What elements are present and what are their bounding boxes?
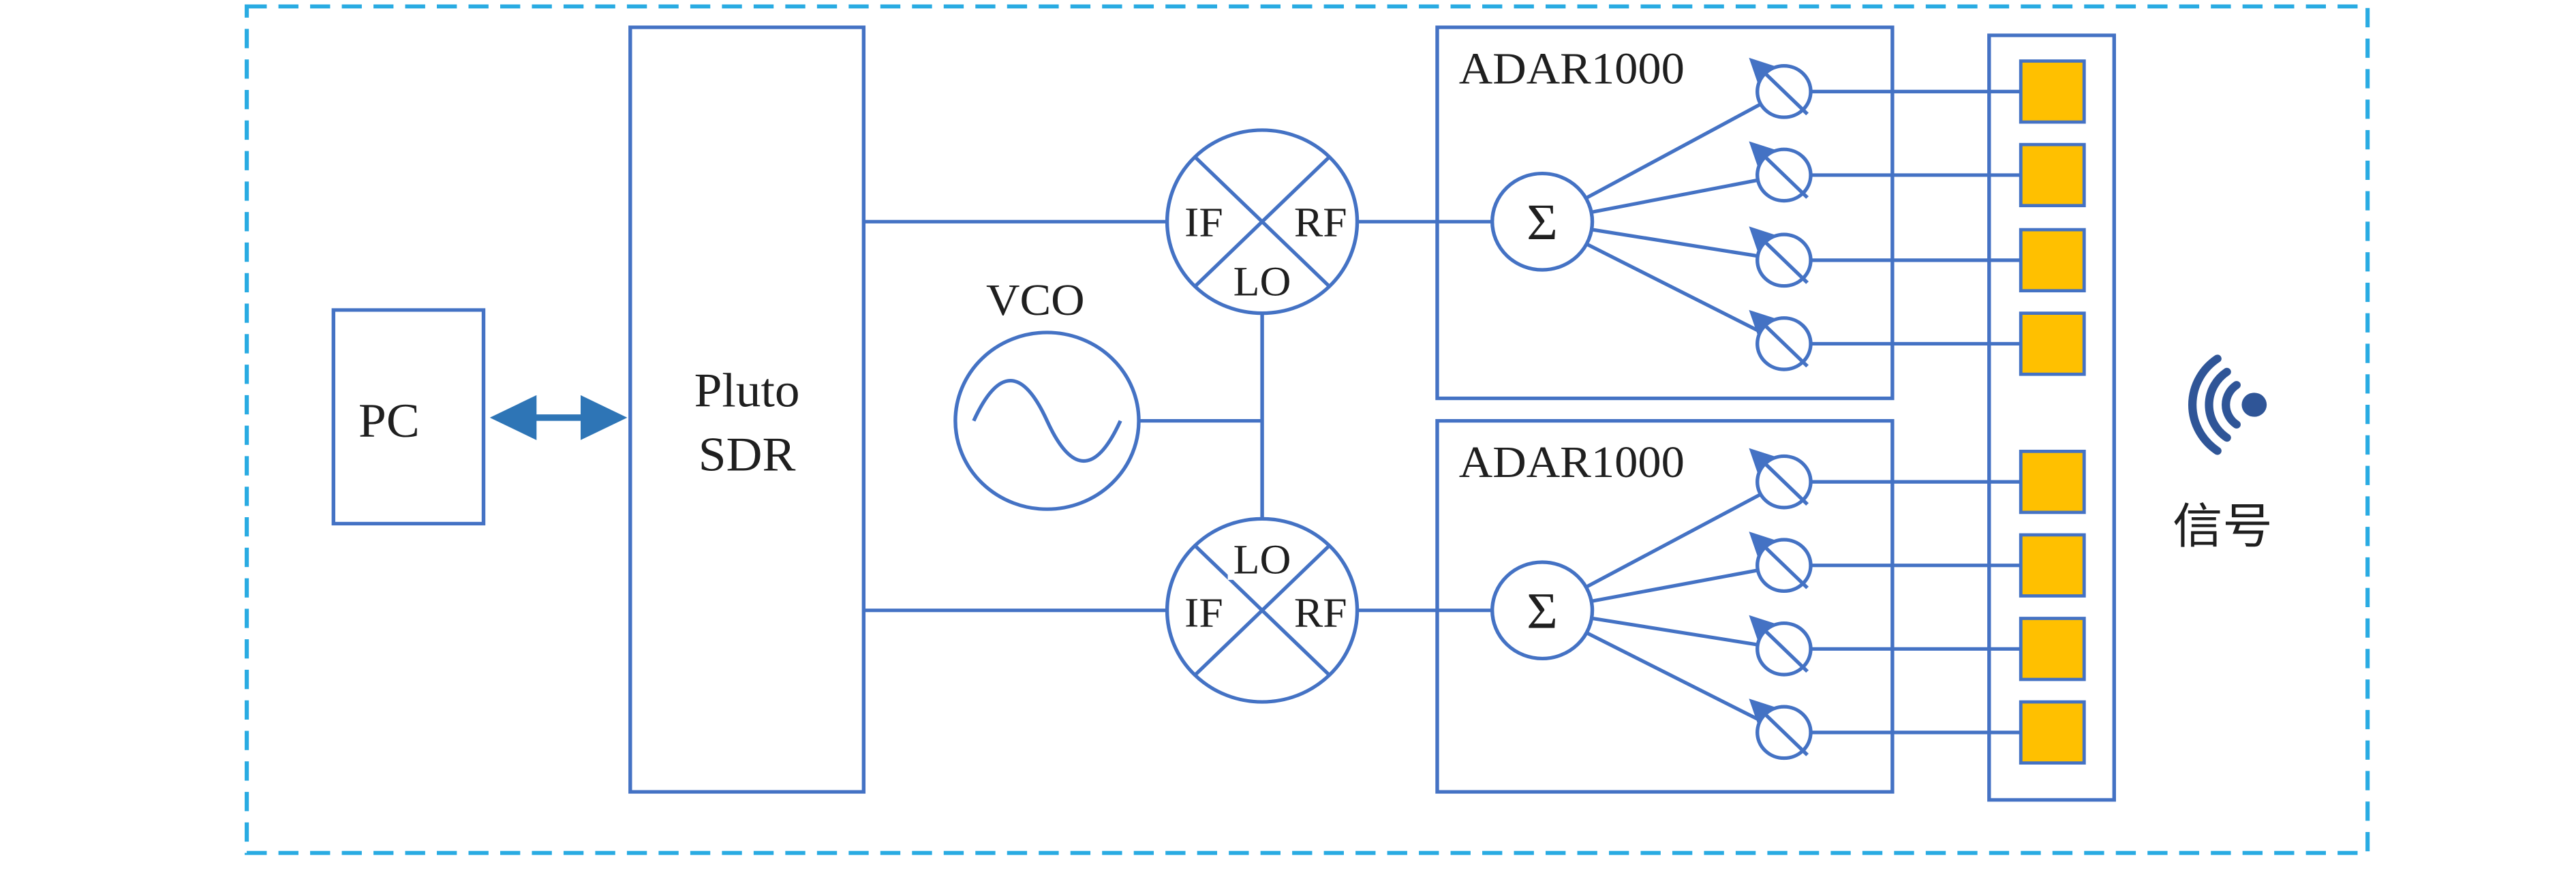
phase-shifter bbox=[1749, 57, 1813, 119]
phase-shifter-arrow-icon bbox=[1749, 532, 1809, 589]
phase-shifter bbox=[1749, 309, 1813, 371]
sum-bottom-circle bbox=[1490, 560, 1595, 661]
vco-label: VCO bbox=[986, 275, 1085, 325]
antenna-element bbox=[2019, 617, 2086, 681]
antenna-element bbox=[2019, 450, 2086, 514]
antenna-element bbox=[2019, 59, 2086, 124]
phase-shifter-arrow-icon bbox=[1749, 309, 1809, 368]
phase-shifter-arrow-icon bbox=[1749, 57, 1809, 116]
antenna-element bbox=[2019, 228, 2086, 292]
phase-shifter-arrow-icon bbox=[1749, 141, 1809, 199]
mixer-bottom-lo-label: LO bbox=[1233, 536, 1291, 583]
phase-shifter bbox=[1749, 698, 1813, 760]
signal-dot bbox=[2241, 393, 2267, 417]
mixer-top-if-label: IF bbox=[1184, 199, 1223, 246]
phase-shifter-arrow-icon bbox=[1749, 226, 1809, 284]
signal-arc-inner bbox=[2222, 381, 2241, 429]
phase-shifter bbox=[1749, 532, 1813, 594]
mixer-bottom-if-label: IF bbox=[1184, 589, 1223, 636]
phase-shifter-arrow-icon bbox=[1749, 615, 1809, 673]
diagram-dashed-border bbox=[245, 4, 2370, 855]
antenna-element bbox=[2019, 533, 2086, 598]
pluto-sdr-label-line2: SDR bbox=[699, 428, 796, 481]
phase-shifter bbox=[1749, 448, 1813, 510]
pc-label: PC bbox=[358, 394, 420, 447]
pc-box bbox=[331, 308, 486, 526]
pluto-sdr-box bbox=[628, 25, 866, 794]
vco-sine-wave-icon bbox=[972, 379, 1122, 463]
adar1000-top-label: ADAR1000 bbox=[1459, 44, 1685, 94]
phase-shifter-arrow-icon bbox=[1749, 698, 1809, 756]
signal-arc-middle bbox=[2205, 367, 2231, 442]
mixer-bottom-rf-label: RF bbox=[1294, 589, 1347, 636]
sum-top-circle bbox=[1490, 171, 1595, 272]
antenna-element bbox=[2019, 311, 2086, 376]
pluto-sdr-label-line1: Pluto bbox=[694, 364, 800, 417]
antenna-element bbox=[2019, 700, 2086, 765]
mixer-top-lo-label: LO bbox=[1233, 258, 1291, 305]
mixer-top-cross bbox=[1193, 155, 1331, 288]
signal-arc-outer bbox=[2188, 354, 2222, 455]
signal-wave-icon bbox=[2188, 354, 2267, 455]
mixer-top-rf-label: RF bbox=[1294, 199, 1347, 246]
phase-shifter bbox=[1749, 226, 1813, 288]
phase-shifter bbox=[1749, 615, 1813, 677]
phase-shifter-arrow-icon bbox=[1749, 448, 1809, 506]
phase-shifter bbox=[1749, 141, 1813, 203]
sum-top-label: Σ bbox=[1527, 194, 1558, 250]
signal-label: 信号 bbox=[2173, 500, 2273, 553]
sum-bottom-label: Σ bbox=[1527, 583, 1558, 639]
antenna-element bbox=[2019, 142, 2086, 208]
adar1000-bottom-label: ADAR1000 bbox=[1459, 437, 1685, 487]
mixer-bottom-cross bbox=[1193, 544, 1331, 677]
